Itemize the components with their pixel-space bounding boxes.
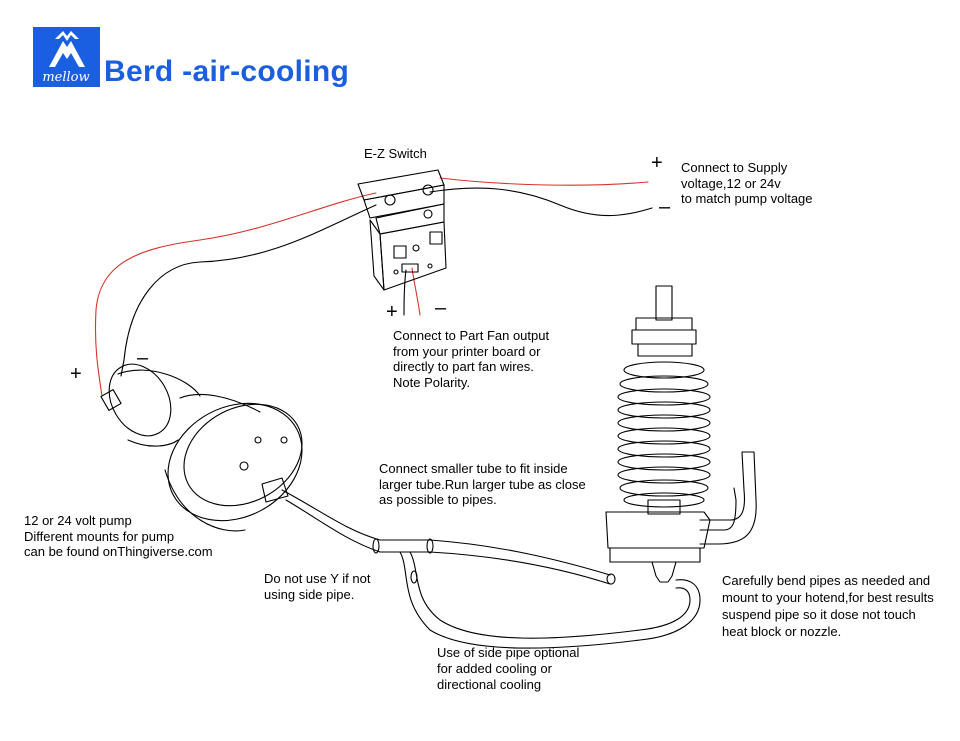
supply-label: Connect to Supply voltage,12 or 24v to m… [681, 160, 813, 206]
hotend [605, 285, 757, 583]
supply-red-wire [439, 177, 649, 186]
fan-minus-symbol: – [435, 297, 447, 319]
pump-minus-symbol: – [137, 347, 149, 369]
mellow-logo: mellow [33, 27, 100, 87]
main-tube [281, 489, 611, 576]
side-tube [399, 551, 701, 649]
side-pipe-label: Use of side pipe optional for added cool… [437, 645, 580, 692]
supply-minus-symbol: – [659, 196, 671, 218]
pump-red-wire [94, 192, 377, 397]
fan-black-wire [403, 269, 407, 316]
logo-wordmark: mellow [42, 70, 89, 85]
supply-black-wire [429, 187, 653, 217]
page-title: Berd -air-cooling [104, 55, 350, 88]
pump-plus-symbol: + [70, 363, 82, 385]
pump-black-wire [120, 204, 377, 377]
pump-label: 12 or 24 volt pump Different mounts for … [24, 513, 213, 559]
bend-pipes-label: Carefully bend pipes as needed and mount… [722, 573, 934, 639]
fan-plus-symbol: + [386, 301, 398, 323]
side-tube-inner [409, 551, 691, 639]
part-fan-label: Connect to Part Fan output from your pri… [393, 328, 550, 390]
ez-switch [357, 169, 447, 291]
y-fitting-label: Do not use Y if not using side pipe. [264, 571, 371, 602]
supply-plus-symbol: + [651, 152, 663, 174]
fan-red-wire [411, 267, 421, 316]
pump [100, 363, 303, 532]
switch-label: E-Z Switch [364, 146, 427, 161]
tube-label: Connect smaller tube to fit inside large… [379, 461, 586, 507]
main-tube-inner [285, 499, 611, 585]
